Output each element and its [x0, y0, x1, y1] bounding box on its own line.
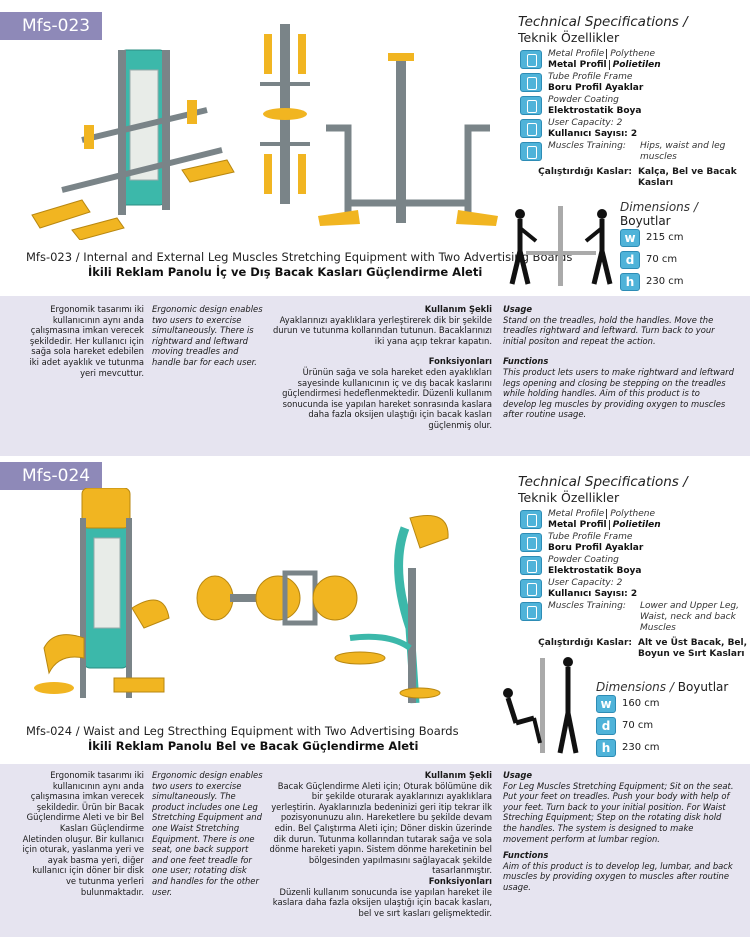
powder-coating-icon — [520, 96, 542, 115]
muscles-icon — [520, 602, 542, 621]
spec-muscles-turkish: Çalıştırdığı Kaslar: Alt ve Üst Bacak, B… — [538, 638, 748, 659]
spec-powder-coating: Powder Coating Elektrostatik Boya — [518, 555, 748, 577]
description-band: Ergonomik tasarımı iki kullanıcının aynı… — [0, 764, 750, 937]
user-capacity-icon — [520, 579, 542, 598]
tube-profile-icon — [520, 533, 542, 552]
metal-profile-icon — [520, 510, 542, 529]
product-section-mfs-023: Mfs-023 — [0, 0, 750, 468]
product-title: Mfs-024 / Waist and Leg Strecthing Equip… — [26, 724, 459, 754]
title-turkish: İkili Reklam Panolu İç ve Dış Bacak Kasl… — [88, 265, 483, 279]
dimension-height: h 230 cm — [596, 738, 746, 760]
technical-specifications: Technical Specifications / Teknik Özelli… — [518, 14, 748, 193]
usage-functions-english: Usage Stand on the treadles, hold the ha… — [503, 304, 734, 420]
equipment-3d-illustration — [22, 40, 242, 240]
equipment-front-view — [318, 48, 498, 228]
usage-functions-turkish: Kullanım Şekli Bacak Güçlendirme Aleti i… — [269, 770, 492, 918]
description-english: Ergonomic design enables two users to ex… — [152, 770, 263, 897]
muscles-icon — [520, 142, 542, 161]
title-turkish: İkili Reklam Panolu Bel ve Bacak Güçlend… — [88, 739, 419, 753]
description-turkish: Ergonomik tasarımı iki kullanıcının aynı… — [29, 304, 144, 378]
equipment-top-view — [252, 14, 318, 214]
product-code-badge: Mfs-024 — [0, 462, 102, 490]
dimension-depth: d 70 cm — [596, 716, 746, 738]
equipment-top-view — [190, 558, 360, 638]
spec-title-english: Technical Specifications / — [518, 474, 688, 490]
usage-functions-english: Usage For Leg Muscles Stretching Equipme… — [503, 770, 734, 892]
spec-tube-profile: Tube Profile Frame Boru Profil Ayaklar — [518, 72, 748, 94]
product-title: Mfs-023 / Internal and External Leg Musc… — [26, 250, 572, 280]
dimensions-silhouette-illustration — [490, 648, 590, 758]
description-band: Ergonomik tasarımı iki kullanıcının aynı… — [0, 296, 750, 456]
dimensions: Dimensions / Boyutlar w 215 cm d 70 cm h… — [620, 198, 745, 294]
usage-functions-turkish: Kullanım Şekli Ayaklarınızı ayaklıklara … — [272, 304, 492, 430]
dimensions: Dimensions / Boyutlar w 160 cm d 70 cm h… — [596, 678, 746, 760]
spec-title-turkish: Teknik Özellikler — [518, 30, 620, 45]
description-turkish: Ergonomik tasarımı iki kullanıcının aynı… — [22, 770, 144, 897]
spec-muscles-training: Muscles Training: Lower and Upper Leg, W… — [518, 601, 748, 634]
dimension-width: w 215 cm — [620, 228, 745, 250]
product-section-mfs-024: Mfs-024 — [0, 462, 750, 937]
user-capacity-icon — [520, 119, 542, 138]
spec-muscles-training: Muscles Training: Hips, waist and leg mu… — [518, 141, 748, 163]
dimension-height: h 230 cm — [620, 272, 745, 294]
product-code-badge: Mfs-023 — [0, 12, 102, 40]
dimensions-title: Dimensions / Boyutlar — [620, 200, 698, 228]
title-english-line-1: Mfs-024 / Waist and Leg Strecthing Equip… — [26, 724, 459, 738]
equipment-side-view — [330, 508, 470, 708]
spec-powder-coating: Powder Coating Elektrostatik Boya — [518, 95, 748, 117]
spec-tube-profile: Tube Profile Frame Boru Profil Ayaklar — [518, 532, 748, 554]
spec-title-turkish: Teknik Özellikler — [518, 490, 620, 505]
powder-coating-icon — [520, 556, 542, 575]
spec-muscles-turkish: Çalıştırdığı Kaslar: Kalça, Bel ve Bacak… — [538, 167, 737, 188]
technical-specifications: Technical Specifications / Teknik Özelli… — [518, 474, 748, 664]
equipment-3d-illustration — [24, 488, 174, 718]
title-english-line-1: Mfs-023 / Internal and External Leg Musc… — [26, 250, 435, 264]
dimension-width: w 160 cm — [596, 694, 746, 716]
dimensions-silhouette-illustration — [506, 196, 621, 288]
description-english: Ergonomic design enables two users to ex… — [152, 304, 263, 367]
metal-profile-icon — [520, 50, 542, 69]
spec-user-capacity: User Capacity: 2 Kullanıcı Sayısı: 2 — [518, 578, 748, 600]
dimension-depth: d 70 cm — [620, 250, 745, 272]
spec-title-english: Technical Specifications / — [518, 14, 688, 30]
spec-user-capacity: User Capacity: 2 Kullanıcı Sayısı: 2 — [518, 118, 748, 140]
dimensions-title: Dimensions / Boyutlar — [596, 680, 729, 694]
tube-profile-icon — [520, 73, 542, 92]
